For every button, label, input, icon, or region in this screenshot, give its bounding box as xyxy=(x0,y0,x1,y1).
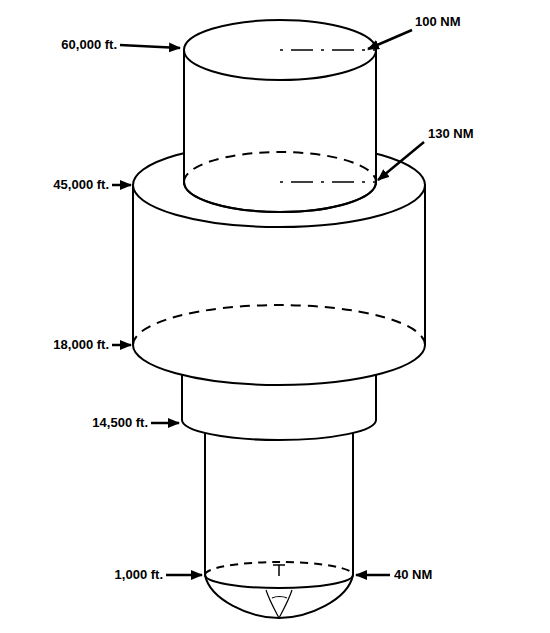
t-mark xyxy=(278,565,280,576)
leader-arrow xyxy=(368,30,412,49)
altitude-label: 60,000 ft. xyxy=(61,37,117,53)
altitude-label: 18,000 ft. xyxy=(53,337,109,353)
leader-arrow xyxy=(112,344,131,347)
leader-arrow xyxy=(378,142,424,180)
cap-lines xyxy=(272,597,287,599)
radius-line xyxy=(280,49,376,51)
lower-cylinder xyxy=(352,433,354,575)
altitude-label: 1,000 ft. xyxy=(115,567,163,583)
band-cylinder xyxy=(181,375,183,420)
radius-label: 40 NM xyxy=(394,567,432,583)
leader-arrow xyxy=(151,422,179,425)
leader-arrow xyxy=(112,184,131,187)
altitude-label: 14,500 ft. xyxy=(92,415,148,431)
leader-arrow xyxy=(166,574,202,577)
cap-lines xyxy=(266,590,292,618)
radius-line xyxy=(280,181,376,183)
radius-label: 100 NM xyxy=(415,14,461,30)
hidden-edge xyxy=(133,305,425,345)
top-cylinder-base xyxy=(184,182,376,212)
lower-cap xyxy=(205,575,353,618)
top-cylinder-top xyxy=(184,20,376,80)
altitude-label: 45,000 ft. xyxy=(53,177,109,193)
lower-cylinder-base xyxy=(205,575,353,588)
radius-label: 130 NM xyxy=(428,126,474,142)
hidden-edge xyxy=(205,562,353,575)
band-cylinder-base xyxy=(182,420,376,440)
lower-cylinder xyxy=(204,433,206,575)
leader-arrow xyxy=(356,574,390,577)
band-cylinder xyxy=(375,375,377,420)
hidden-edge xyxy=(184,152,376,182)
leader-arrow xyxy=(120,45,180,48)
